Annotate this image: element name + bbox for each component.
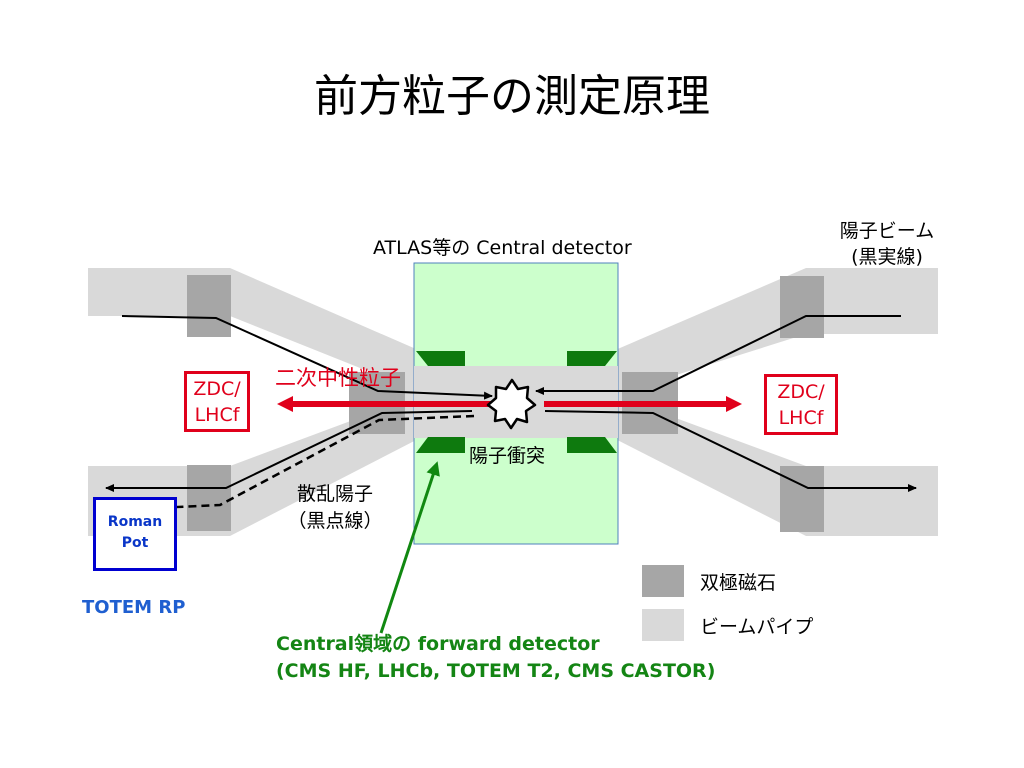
- zdc-left-line1: ZDC/: [193, 378, 241, 400]
- scattered-label-line1: 散乱陽子: [296, 483, 373, 505]
- zdc-left-line2: LHCf: [194, 404, 240, 426]
- proton-beam-lower-right: [544, 410, 917, 492]
- neutral-particle-arrows: [277, 396, 742, 412]
- collision-star-icon: [486, 378, 537, 430]
- magnet-upper-right: [780, 276, 824, 338]
- proton-beam-upper-left: [121, 315, 493, 400]
- forward-detectors: [416, 351, 617, 453]
- beam-pipe-upper-left: [88, 268, 455, 406]
- beam-pipe-upper-right: [578, 268, 938, 406]
- forward-detector-upper-left: [416, 351, 465, 366]
- legend-label-magnet: 双極磁石: [700, 572, 777, 594]
- zdc-right-line2: LHCf: [778, 407, 824, 429]
- proton-beam-label-line2: (黒実線): [851, 246, 923, 268]
- magnet-lower-left: [187, 465, 231, 531]
- proton-beam-lower-left: [105, 410, 473, 492]
- forward-label-line2: (CMS HF, LHCb, TOTEM T2, CMS CASTOR): [276, 660, 716, 682]
- proton-beam-label-line1: 陽子ビーム: [839, 220, 935, 242]
- zdc-lhcf-right-box: ZDC/ LHCf: [764, 374, 838, 435]
- forward-detector-pointer-arrow: [379, 461, 440, 634]
- roman-pot-line1: Roman: [107, 514, 163, 530]
- proton-beam-label: 陽子ビーム (黒実線): [822, 218, 952, 270]
- page-title: 前方粒子の測定原理: [314, 71, 710, 122]
- forward-detector-label: Central領域の forward detector (CMS HF, LHC…: [276, 631, 715, 685]
- roman-pot-line2: Pot: [121, 535, 149, 551]
- magnet-lower-right: [780, 466, 824, 532]
- neutral-arrow-left: [277, 396, 494, 412]
- scattered-proton-label: 散乱陽子 （黒点線）: [276, 481, 394, 535]
- central-detector-label: ATLAS等の Central detector: [373, 237, 632, 259]
- proton-beams: [105, 315, 917, 492]
- legend-swatch-beampipe: [642, 609, 684, 641]
- proton-beam-upper-right: [535, 315, 901, 395]
- zdc-lhcf-left-box: ZDC/ LHCf: [184, 371, 250, 432]
- legend-label-beampipe: ビームパイプ: [700, 616, 814, 638]
- scattered-label-line2: （黒点線）: [287, 510, 383, 532]
- roman-pot-box: Roman Pot: [93, 497, 177, 571]
- totem-rp-label: TOTEM RP: [82, 597, 186, 618]
- neutral-particle-label: 二次中性粒子: [275, 366, 401, 390]
- forward-detector-upper-right: [567, 351, 617, 366]
- magnet-upper-left: [187, 275, 231, 337]
- forward-detector-lower-left: [416, 437, 465, 453]
- forward-label-line1: Central領域の forward detector: [276, 633, 600, 655]
- zdc-right-line1: ZDC/: [777, 381, 825, 403]
- forward-detector-lower-right: [567, 437, 617, 453]
- legend-swatch-magnet: [642, 565, 684, 597]
- collision-label: 陽子衝突: [469, 445, 546, 467]
- neutral-arrow-right: [544, 396, 742, 412]
